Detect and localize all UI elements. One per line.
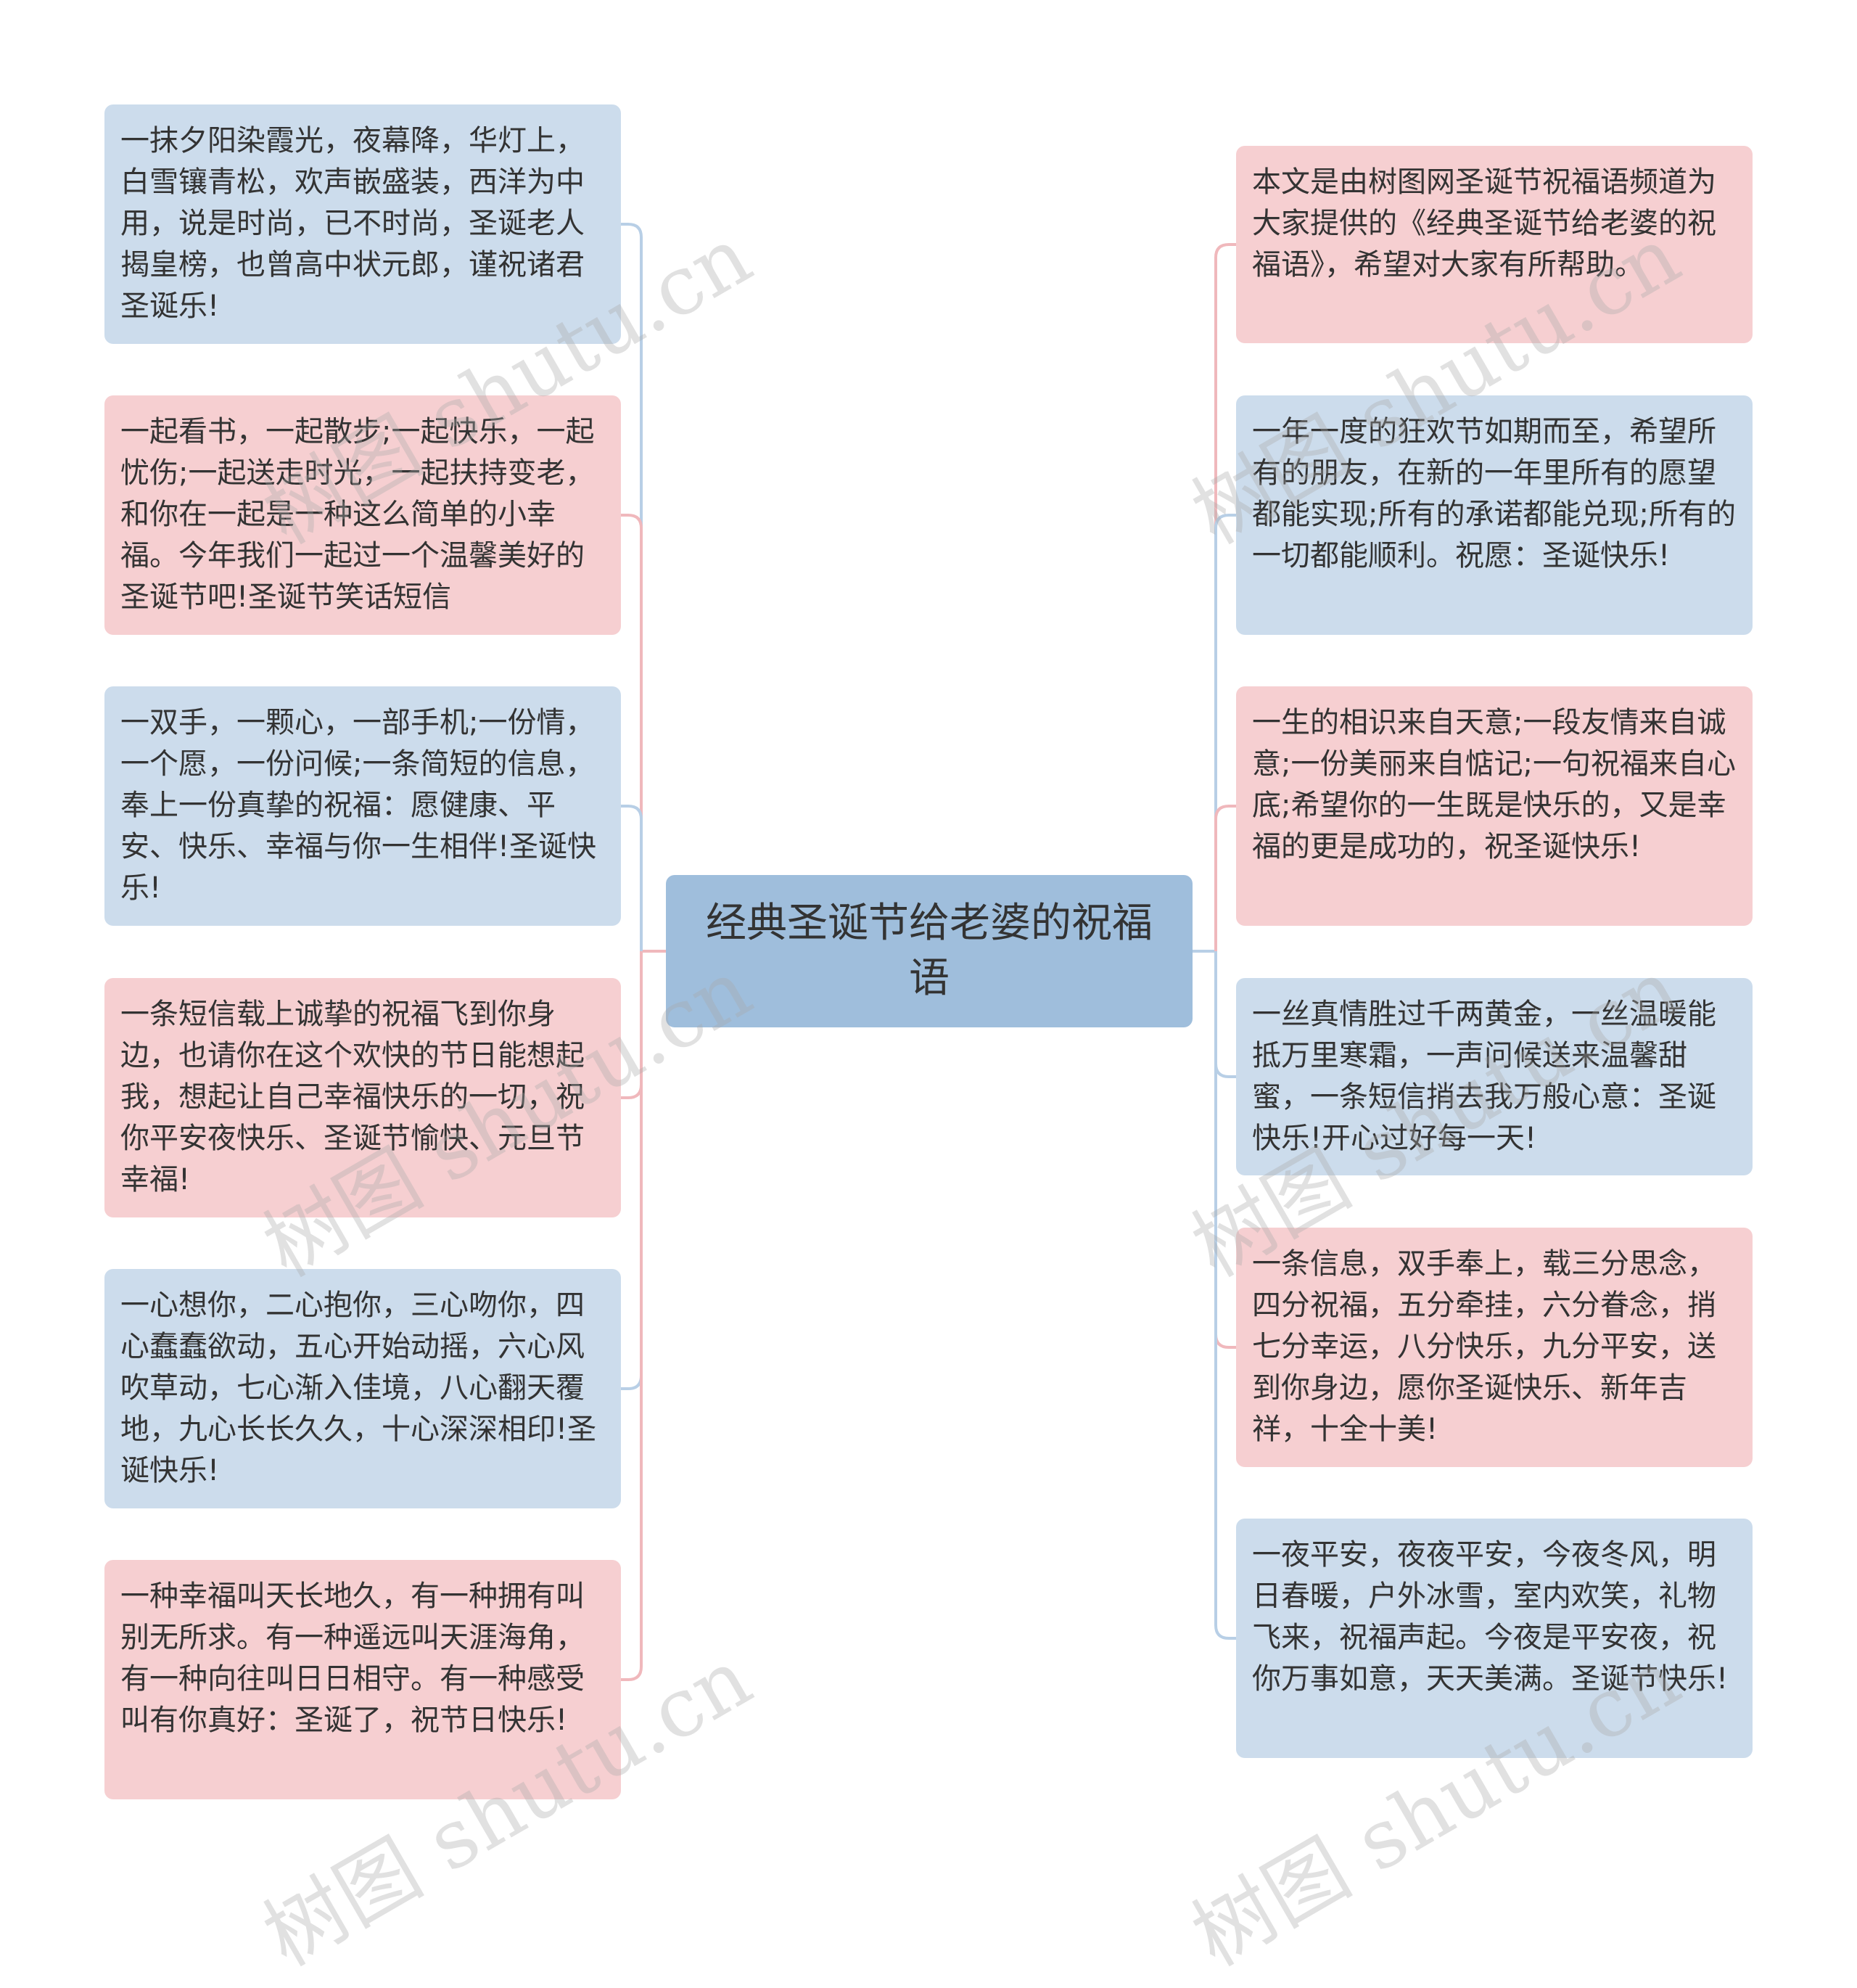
branch-line [621, 951, 643, 1099]
node-text: 一条信息，双手奉上，载三分思念，四分祝福，五分牵挂，六分眷念，捎七分幸运，八分快… [1252, 1247, 1716, 1446]
node-text: 一丝真情胜过千两黄金，一丝温暖能抵万里寒霜，一声问候送来温馨甜蜜，一条短信捎去我… [1252, 998, 1716, 1155]
branch-line [621, 514, 643, 951]
left-node-5[interactable]: 一心想你，二心抱你，三心吻你，四心蠢蠢欲动，五心开始动摇，六心风吹草动，七心渐入… [104, 1269, 621, 1508]
branch-line [1214, 243, 1236, 951]
branch-line [621, 951, 643, 1681]
node-text: 一生的相识来自天意;一段友情来自诚意;一份美丽来自惦记;一句祝福来自心底;希望你… [1252, 706, 1736, 863]
right-node-1[interactable]: 本文是由树图网圣诞节祝福语频道为大家提供的《经典圣诞节给老婆的祝福语》，希望对大… [1236, 146, 1753, 343]
branch-line [1214, 951, 1236, 1640]
left-node-3[interactable]: 一双手，一颗心，一部手机;一份情，一个愿，一份问候;一条简短的信息，奉上一份真挚… [104, 686, 621, 926]
node-text: 一条短信载上诚挚的祝福飞到你身边，也请你在这个欢快的节日能想起我，想起让自己幸福… [120, 998, 585, 1196]
right-node-6[interactable]: 一夜平安，夜夜平安，今夜冬风，明日春暖，户外冰雪，室内欢笑，礼物飞来，祝福声起。… [1236, 1519, 1753, 1758]
branch-line [1214, 951, 1236, 1349]
node-text: 一双手，一颗心，一部手机;一份情，一个愿，一份问候;一条简短的信息，奉上一份真挚… [120, 706, 597, 905]
right-node-4[interactable]: 一丝真情胜过千两黄金，一丝温暖能抵万里寒霜，一声问候送来温馨甜蜜，一条短信捎去我… [1236, 978, 1753, 1175]
node-text: 本文是由树图网圣诞节祝福语频道为大家提供的《经典圣诞节给老婆的祝福语》，希望对大… [1252, 165, 1716, 282]
left-node-6[interactable]: 一种幸福叫天长地久，有一种拥有叫别无所求。有一种遥远叫天涯海角，有一种向往叫日日… [104, 1560, 621, 1799]
node-text: 一夜平安，夜夜平安，今夜冬风，明日春暖，户外冰雪，室内欢笑，礼物飞来，祝福声起。… [1252, 1538, 1729, 1696]
right-node-2[interactable]: 一年一度的狂欢节如期而至，希望所有的朋友，在新的一年里所有的愿望都能实现;所有的… [1236, 395, 1753, 635]
node-text: 一抹夕阳染霞光，夜幕降，华灯上，白雪镶青松，欢声嵌盛装，西洋为中用，说是时尚，已… [120, 124, 585, 323]
node-text: 一种幸福叫天长地久，有一种拥有叫别无所求。有一种遥远叫天涯海角，有一种向往叫日日… [120, 1580, 585, 1737]
branch-line [1214, 805, 1236, 951]
node-text: 一心想你，二心抱你，三心吻你，四心蠢蠢欲动，五心开始动摇，六心风吹草动，七心渐入… [120, 1289, 597, 1487]
branch-line [1214, 951, 1236, 1078]
branch-line [621, 805, 643, 951]
right-node-3[interactable]: 一生的相识来自天意;一段友情来自诚意;一份美丽来自惦记;一句祝福来自心底;希望你… [1236, 686, 1753, 926]
branch-line [1214, 514, 1236, 951]
root-topic[interactable]: 经典圣诞节给老婆的祝福语 [666, 875, 1193, 1027]
mindmap-canvas: 经典圣诞节给老婆的祝福语 一抹夕阳染霞光，夜幕降，华灯上，白雪镶青松，欢声嵌盛装… [104, 104, 1753, 1984]
branch-line [621, 223, 643, 951]
branch-line [621, 951, 643, 1390]
root-topic-label: 经典圣诞节给老婆的祝福语 [706, 900, 1153, 1002]
left-node-4[interactable]: 一条短信载上诚挚的祝福飞到你身边，也请你在这个欢快的节日能想起我，想起让自己幸福… [104, 978, 621, 1217]
node-text: 一起看书，一起散步;一起快乐，一起忧伤;一起送走时光，一起扶持变老，和你在一起是… [120, 415, 595, 614]
connector-lines [621, 223, 1236, 1681]
node-text: 一年一度的狂欢节如期而至，希望所有的朋友，在新的一年里所有的愿望都能实现;所有的… [1252, 415, 1736, 572]
left-node-1[interactable]: 一抹夕阳染霞光，夜幕降，华灯上，白雪镶青松，欢声嵌盛装，西洋为中用，说是时尚，已… [104, 104, 621, 344]
right-node-5[interactable]: 一条信息，双手奉上，载三分思念，四分祝福，五分牵挂，六分眷念，捎七分幸运，八分快… [1236, 1228, 1753, 1467]
left-node-2[interactable]: 一起看书，一起散步;一起快乐，一起忧伤;一起送走时光，一起扶持变老，和你在一起是… [104, 395, 621, 635]
